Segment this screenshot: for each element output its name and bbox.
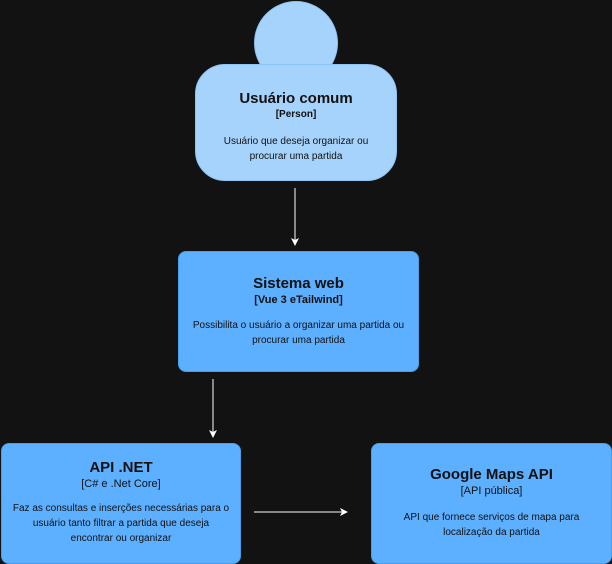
person-usuario-comum[interactable]: Usuário comum [Person] Usuário que desej… [195, 64, 397, 181]
system-description: Possibilita o usuário a organizar uma pa… [193, 318, 404, 348]
person-tech: [Person] [275, 109, 317, 120]
google-maps-tech: [API pública] [460, 485, 523, 497]
google-maps-desc-line: API que fornece serviços de mapa para [403, 512, 580, 523]
person-desc-line: procurar uma partida [249, 151, 343, 162]
person-title: Usuário comum [239, 90, 353, 107]
system-title: Sistema web [253, 275, 344, 292]
person-desc-line: Usuário que deseja organizar ou [223, 136, 369, 147]
person-description: Usuário que deseja organizar ou procurar… [224, 134, 369, 164]
api-net-desc-line: encontrar ou organizar [70, 533, 172, 544]
api-net-tech: [C# e .Net Core] [81, 478, 161, 490]
api-net-description: Faz as consultas e inserções necessárias… [13, 501, 229, 546]
container-google-maps-api[interactable]: Google Maps API [API pública] API que fo… [371, 443, 612, 564]
system-tech: [Vue 3 eTailwind] [254, 294, 343, 306]
system-desc-line: Possibilita o usuário a organizar uma pa… [192, 320, 405, 331]
google-maps-title: Google Maps API [430, 466, 553, 483]
system-desc-line: procurar uma partida [252, 335, 345, 346]
container-sistema-web[interactable]: Sistema web [Vue 3 eTailwind] Possibilit… [178, 251, 419, 372]
google-maps-desc-line: localização da partida [443, 527, 540, 538]
api-net-desc-line: Faz as consultas e inserções necessárias… [12, 503, 230, 514]
api-net-desc-line: usuário tanto filtrar a partida que dese… [32, 518, 210, 529]
container-api-net[interactable]: API .NET [C# e .Net Core] Faz as consult… [1, 443, 241, 564]
api-net-title: API .NET [89, 459, 153, 476]
google-maps-description: API que fornece serviços de mapa para lo… [404, 510, 580, 540]
